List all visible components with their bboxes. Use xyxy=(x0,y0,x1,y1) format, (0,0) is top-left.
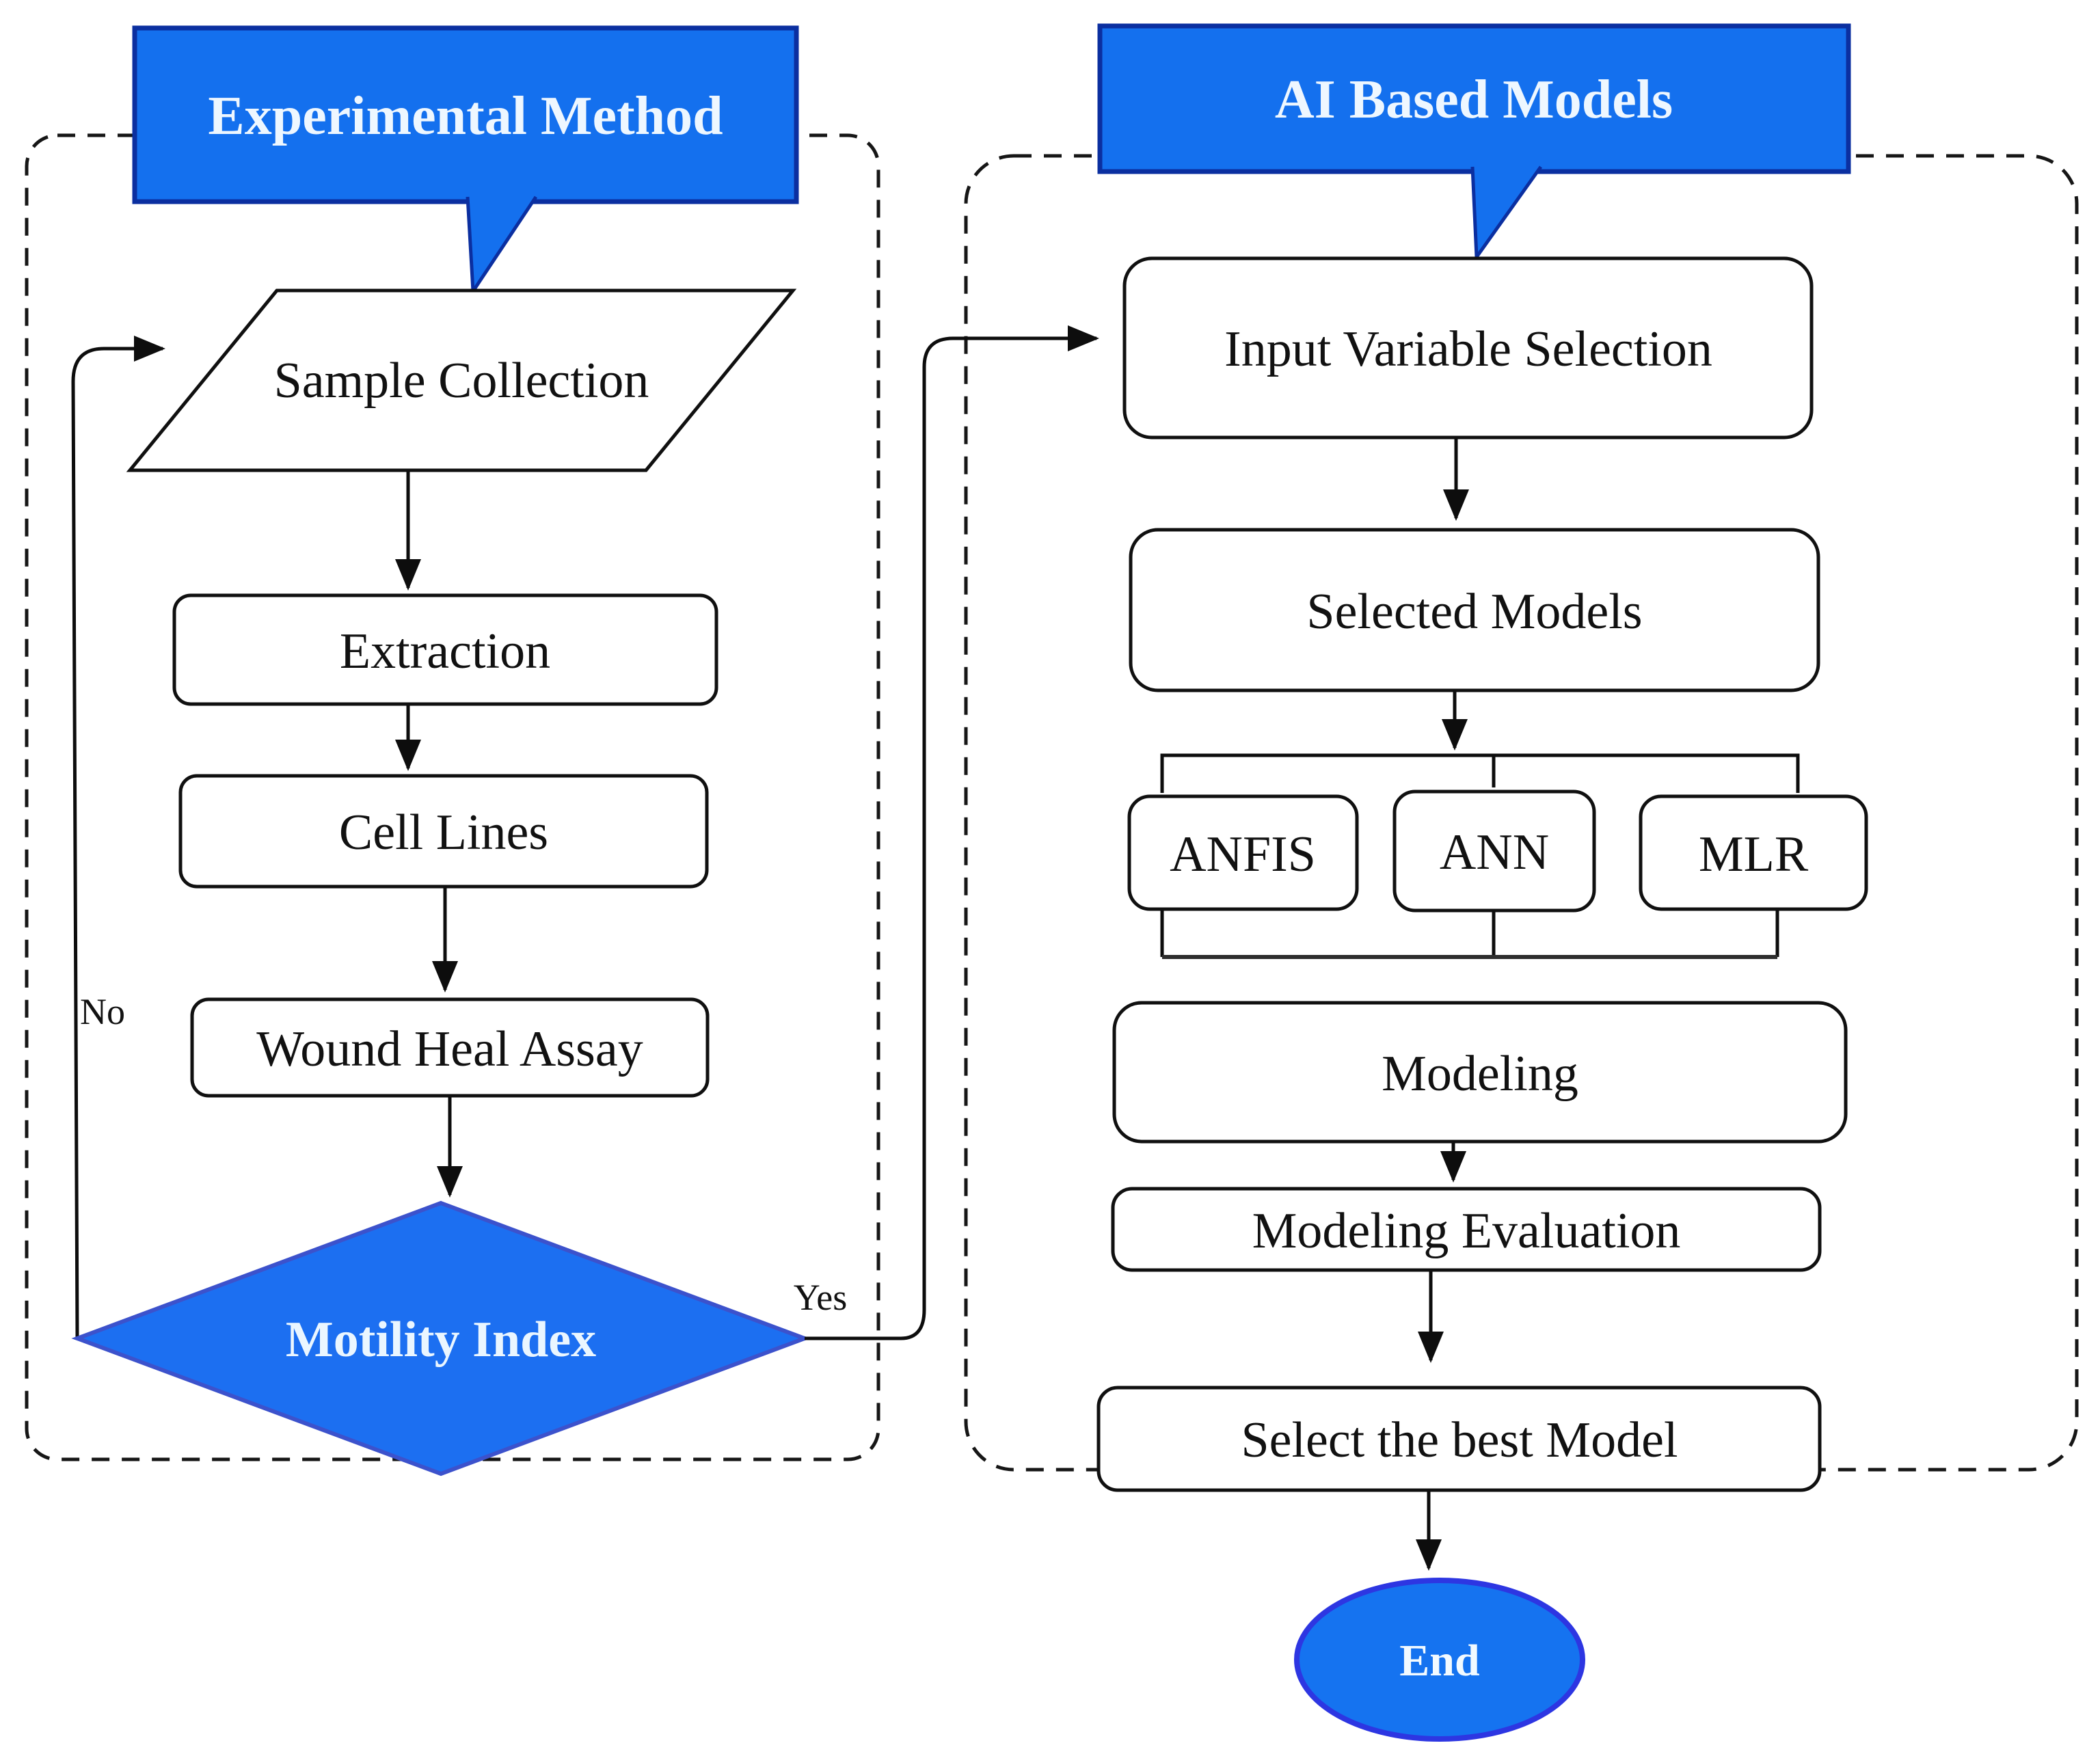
node-anfis: ANFIS xyxy=(1127,794,1359,911)
node-selected-models: Selected Models xyxy=(1129,528,1820,692)
modeling-evaluation-shape xyxy=(1111,1187,1822,1272)
node-end: End xyxy=(1294,1578,1585,1742)
selected-models-shape xyxy=(1129,528,1820,692)
no-loop-connector xyxy=(71,336,165,1339)
node-wound-heal-assay: Wound Heal Assay xyxy=(190,997,710,1098)
selected-models-label: Selected Models xyxy=(1306,584,1642,640)
node-cell-lines: Cell Lines xyxy=(178,774,709,889)
select-best-model-shape xyxy=(1096,1386,1822,1492)
select-best-model-label: Select the best Model xyxy=(1241,1412,1678,1468)
node-sample-collection: Sample Collection xyxy=(126,288,797,472)
sample-collection-label: Sample Collection xyxy=(274,353,649,409)
no-edge-label: No xyxy=(80,991,125,1032)
experimental-method-banner: Experimental Method xyxy=(132,25,799,297)
node-motility-index: Motility Index xyxy=(71,1200,811,1476)
branch-top-line xyxy=(1160,753,1800,793)
ai-banner-tail xyxy=(1470,165,1543,262)
ai-models-banner: AI Based Models xyxy=(1097,23,1851,262)
anfis-shape xyxy=(1127,794,1359,911)
motility-index-label: Motility Index xyxy=(286,1312,596,1368)
ann-shape xyxy=(1392,790,1596,913)
extraction-shape xyxy=(172,593,718,706)
input-variable-selection-shape xyxy=(1122,256,1814,440)
node-modeling: Modeling xyxy=(1112,1001,1848,1144)
wound-heal-assay-shape xyxy=(190,997,710,1098)
cell-lines-label: Cell Lines xyxy=(339,805,548,861)
yes-edge-label: Yes xyxy=(794,1277,848,1318)
modeling-evaluation-label: Modeling Evaluation xyxy=(1252,1203,1681,1259)
experimental-banner-box xyxy=(132,25,799,204)
wound-heal-assay-label: Wound Heal Assay xyxy=(256,1021,643,1077)
node-ann: ANN xyxy=(1392,790,1596,913)
motility-index-shape xyxy=(71,1200,811,1476)
input-variable-selection-label: Input Variable Selection xyxy=(1224,321,1712,377)
node-input-variable-selection: Input Variable Selection xyxy=(1122,256,1814,440)
ai-banner-label: AI Based Models xyxy=(1275,70,1673,130)
experimental-banner-tail xyxy=(466,195,538,297)
end-shape xyxy=(1294,1578,1585,1742)
node-modeling-evaluation: Modeling Evaluation xyxy=(1111,1187,1822,1272)
node-mlr: MLR xyxy=(1639,794,1868,911)
ann-label: ANN xyxy=(1440,824,1549,880)
sample-collection-shape xyxy=(126,288,797,472)
modeling-shape xyxy=(1112,1001,1848,1144)
anfis-label: ANFIS xyxy=(1170,826,1316,882)
node-extraction: Extraction xyxy=(172,593,718,706)
mlr-label: MLR xyxy=(1699,826,1809,882)
cell-lines-shape xyxy=(178,774,709,889)
node-select-best-model: Select the best Model xyxy=(1096,1386,1822,1492)
yes-connector xyxy=(805,325,1099,1340)
extraction-label: Extraction xyxy=(340,623,550,679)
ai-banner-box xyxy=(1097,23,1851,174)
modeling-label: Modeling xyxy=(1382,1046,1578,1102)
end-label: End xyxy=(1399,1636,1479,1686)
experimental-banner-label: Experimental Method xyxy=(208,86,723,146)
branch-bottom-drops xyxy=(1160,910,1779,957)
mlr-shape xyxy=(1639,794,1868,911)
